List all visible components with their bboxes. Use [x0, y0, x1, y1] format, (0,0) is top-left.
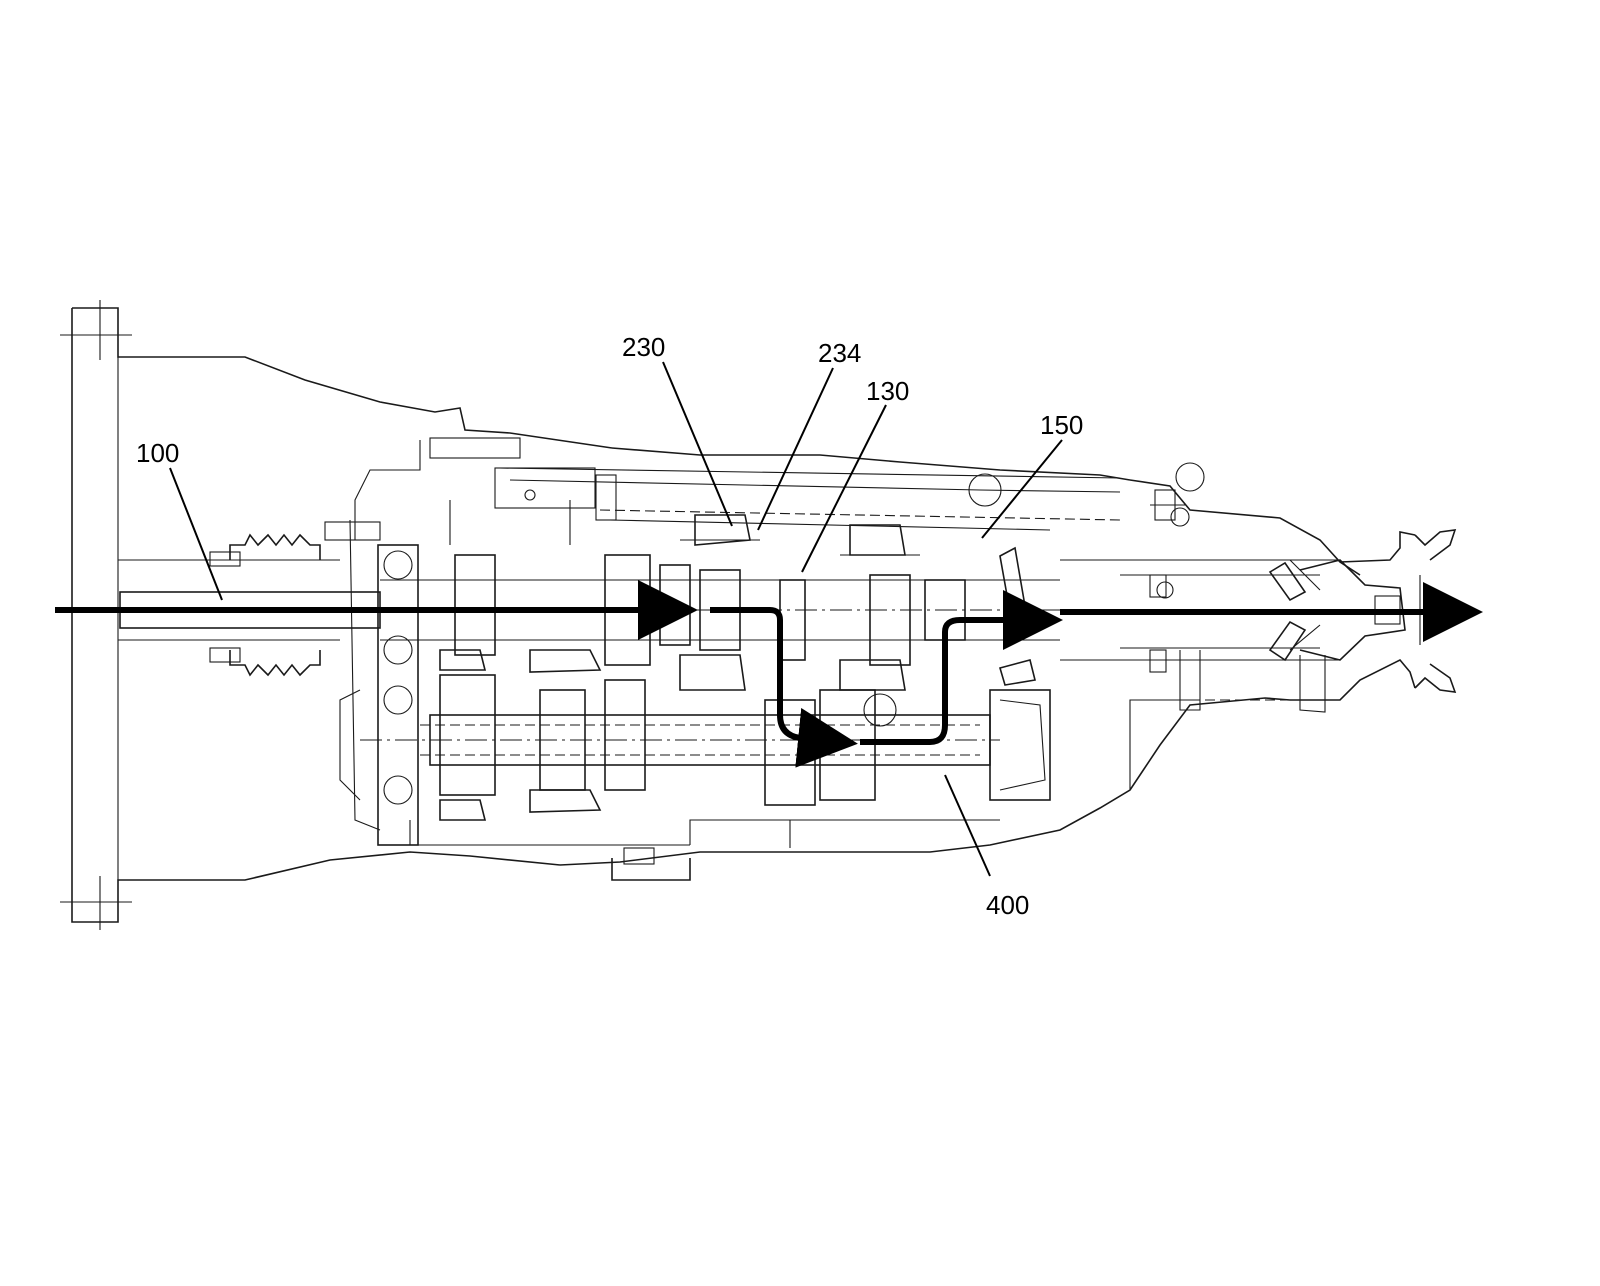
leader-234 [757, 367, 834, 531]
leader-400 [944, 774, 991, 877]
label-234: 234 [818, 338, 861, 368]
label-130: 130 [866, 376, 909, 406]
leader-100 [169, 467, 223, 601]
leader-230 [662, 361, 733, 527]
power-flow-path [55, 580, 1483, 768]
label-230: 230 [622, 332, 665, 362]
label-400: 400 [986, 890, 1029, 920]
leader-150 [981, 439, 1063, 539]
label-100: 100 [136, 438, 179, 468]
power-flow-transfer-line [710, 607, 858, 768]
power-flow-countershaft-line [860, 617, 1040, 745]
leader-130 [801, 404, 887, 573]
label-150: 150 [1040, 410, 1083, 440]
gear-train-internals [60, 437, 1460, 846]
reference-labels: 100 230 234 130 150 400 [136, 332, 1083, 920]
